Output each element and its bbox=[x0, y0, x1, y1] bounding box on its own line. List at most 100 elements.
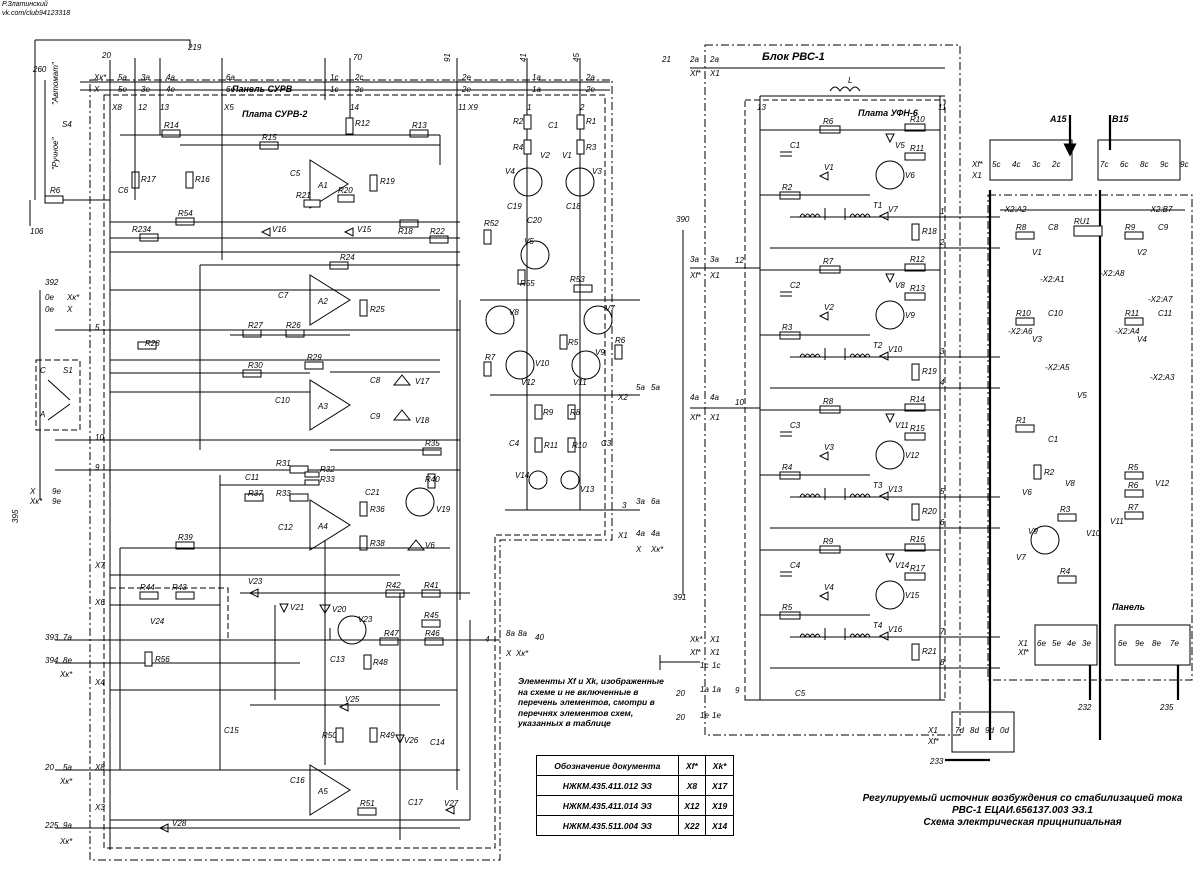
svg-text:V10: V10 bbox=[535, 359, 550, 368]
svg-text:C20: C20 bbox=[527, 216, 542, 225]
svg-text:1a: 1a bbox=[532, 85, 541, 94]
svg-text:R56: R56 bbox=[155, 655, 170, 664]
svg-text:7d: 7d bbox=[955, 726, 964, 735]
svg-text:R6: R6 bbox=[50, 186, 61, 195]
svg-text:V9: V9 bbox=[1028, 527, 1038, 536]
svg-text:R39: R39 bbox=[178, 533, 193, 542]
svg-text:R4: R4 bbox=[513, 143, 524, 152]
svg-text:R33: R33 bbox=[276, 489, 291, 498]
svg-text:V17: V17 bbox=[415, 377, 430, 386]
svg-text:A2: A2 bbox=[317, 297, 328, 306]
svg-text:4c: 4c bbox=[1012, 160, 1020, 169]
svg-text:V9: V9 bbox=[595, 348, 605, 357]
svg-text:X9: X9 bbox=[467, 103, 478, 112]
svg-text:V26: V26 bbox=[404, 736, 419, 745]
svg-text:V10: V10 bbox=[1086, 529, 1101, 538]
ufn-transformer-label: T4 bbox=[873, 621, 883, 630]
svg-text:C: C bbox=[40, 366, 46, 375]
svg-text:R6: R6 bbox=[1128, 481, 1139, 490]
svg-text:R18: R18 bbox=[398, 227, 413, 236]
svg-text:4e: 4e bbox=[166, 85, 175, 94]
svg-text:A3: A3 bbox=[317, 402, 328, 411]
ufn-transistor bbox=[875, 300, 905, 330]
svg-text:12: 12 bbox=[735, 256, 744, 265]
ufn-diode-label: V13 bbox=[888, 485, 903, 494]
block-rvs-label: Блок РВС-1 bbox=[762, 51, 825, 63]
svg-text:2c: 2c bbox=[354, 73, 363, 82]
opamp-a2: A2 bbox=[309, 274, 351, 326]
ufn-resistor bbox=[904, 263, 926, 272]
svg-text:Xк*: Xк* bbox=[515, 649, 529, 658]
ufn-resistor-label: R8 bbox=[823, 397, 834, 406]
svg-text:20: 20 bbox=[44, 763, 54, 772]
transistor-v8 bbox=[485, 305, 515, 335]
svg-text:R41: R41 bbox=[424, 581, 439, 590]
svg-text:C4: C4 bbox=[509, 439, 520, 448]
svg-text:V8: V8 bbox=[509, 308, 519, 317]
svg-text:3a: 3a bbox=[690, 255, 699, 264]
ufn-resistor bbox=[904, 123, 926, 132]
switch-s4[interactable]: 260 "Автомат" "Ручное" S4 R6 106 bbox=[29, 39, 191, 236]
svg-text:V5: V5 bbox=[1077, 391, 1087, 400]
title-line-1: Регулируемый источник возбуждения со ста… bbox=[862, 793, 1183, 804]
table-row: НЖКМ.435.511.004 ЭЗ X22 X14 bbox=[536, 815, 734, 836]
svg-text:C1: C1 bbox=[548, 121, 558, 130]
svg-text:6e: 6e bbox=[1118, 639, 1127, 648]
ufn-resistor bbox=[911, 643, 920, 661]
svg-text:R28: R28 bbox=[145, 339, 160, 348]
ufn-pin-label: 3 bbox=[940, 347, 945, 356]
transistor-v10 bbox=[505, 350, 535, 380]
ufn-resistor-label: R2 bbox=[782, 183, 793, 192]
svg-text:R12: R12 bbox=[355, 119, 370, 128]
ufn-resistor bbox=[911, 223, 920, 241]
ufn-resistor-label: R14 bbox=[910, 395, 925, 404]
svg-text:C15: C15 bbox=[224, 726, 239, 735]
svg-text:8d: 8d bbox=[970, 726, 979, 735]
led-v14 bbox=[528, 470, 548, 490]
svg-text:R13: R13 bbox=[412, 121, 427, 130]
svg-text:V19: V19 bbox=[436, 505, 451, 514]
svg-text:232: 232 bbox=[1077, 703, 1092, 712]
author-link: vk.com/club94123318 bbox=[2, 10, 71, 17]
ufn-resistor bbox=[904, 543, 926, 552]
svg-text:Xf*: Xf* bbox=[689, 69, 702, 78]
svg-text:391: 391 bbox=[673, 593, 686, 602]
switch-s1[interactable]: S1 C A bbox=[35, 359, 81, 431]
svg-text:V20: V20 bbox=[332, 605, 347, 614]
svg-text:R5: R5 bbox=[568, 338, 579, 347]
ufn-zener bbox=[885, 413, 895, 424]
ufn-resistor-label: R11 bbox=[910, 144, 924, 153]
svg-text:5a: 5a bbox=[651, 383, 660, 392]
table-header: Xk* bbox=[705, 755, 734, 776]
svg-text:Xк*: Xк* bbox=[29, 497, 43, 506]
svg-text:A1: A1 bbox=[317, 181, 328, 190]
svg-text:R11: R11 bbox=[544, 441, 558, 450]
svg-text:C11: C11 bbox=[245, 473, 259, 482]
ufn-diode-label: V4 bbox=[824, 583, 834, 592]
ufn-transformer-label: T1 bbox=[873, 201, 882, 210]
svg-text:9e: 9e bbox=[52, 497, 61, 506]
svg-text:C9: C9 bbox=[1158, 223, 1169, 232]
ufn-diode-label: V16 bbox=[888, 625, 903, 634]
svg-text:R25: R25 bbox=[370, 305, 385, 314]
svg-text:X: X bbox=[29, 487, 36, 496]
svg-text:R3: R3 bbox=[586, 143, 597, 152]
author-credit: Р.Златинский vk.com/club94123318 bbox=[2, 0, 70, 18]
svg-text:8a: 8a bbox=[506, 629, 515, 638]
ufn-resistor-label: R16 bbox=[910, 535, 925, 544]
svg-text:X6: X6 bbox=[94, 598, 105, 607]
svg-text:225: 225 bbox=[44, 821, 59, 830]
svg-text:12: 12 bbox=[138, 103, 147, 112]
ufn-diode-label: V11 bbox=[895, 421, 909, 430]
ufn-diode-label: V1 bbox=[824, 163, 834, 172]
svg-text:R36: R36 bbox=[370, 505, 385, 514]
ufn-resistor-label: R6 bbox=[823, 117, 834, 126]
svg-text:R32: R32 bbox=[320, 465, 335, 474]
svg-text:C3: C3 bbox=[601, 439, 612, 448]
svg-text:-X2:A2: -X2:A2 bbox=[1002, 205, 1027, 214]
svg-text:6e: 6e bbox=[1037, 639, 1046, 648]
svg-text:R17: R17 bbox=[141, 175, 156, 184]
svg-text:0e: 0e bbox=[45, 305, 54, 314]
ufn-transformer-label: T3 bbox=[873, 481, 883, 490]
